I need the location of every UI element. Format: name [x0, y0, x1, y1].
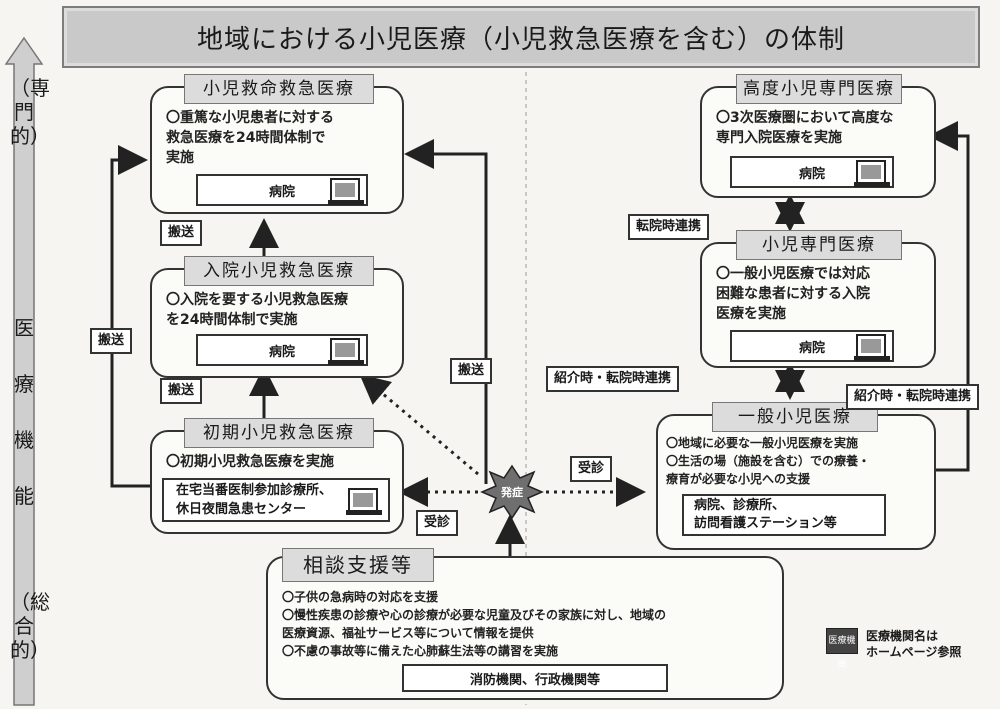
- referral-tag: 紹介時・転院時連携: [546, 366, 680, 392]
- initial-facility-label: 在宅当番医制参加診療所、 休日夜間急患センター: [176, 483, 333, 517]
- specialist-facility-label: 病院: [798, 340, 825, 356]
- inpatient-facility: 病院: [196, 334, 368, 366]
- transport-tag: 搬送: [450, 358, 493, 384]
- advanced-facility-label: 病院: [798, 166, 825, 182]
- axis-arrow: [4, 36, 44, 706]
- consult-title: 相談支援等: [282, 548, 434, 582]
- lifesaving-box: 小児救命救急医療 〇重篤な小児患者に対する 救急医療を24時間体制で 実施 病院: [150, 74, 404, 214]
- computer-base-icon: [328, 360, 364, 365]
- advanced-facility: 病院: [730, 156, 894, 188]
- referral-tag: 紹介時・転院時連携: [846, 384, 980, 410]
- consult-box: 相談支援等 〇子供の急病時の対応を支援 〇慢性疾患の診療や心の診療が必要な児童及…: [266, 548, 784, 700]
- axis-middle-label: 医療機能: [14, 316, 34, 508]
- consult-text: 〇子供の急病時の対応を支援 〇慢性疾患の診療や心の診療が必要な児童及びその家族に…: [282, 590, 667, 658]
- computer-icon: [330, 178, 360, 202]
- computer-base-icon: [346, 510, 382, 515]
- specialist-text: 〇一般小児医療では対応 困難な患者に対する入院 医療を実施: [716, 266, 870, 322]
- computer-icon: [856, 334, 886, 358]
- specialist-facility: 病院: [730, 330, 894, 362]
- computer-icon: [856, 160, 886, 184]
- computer-icon: [348, 488, 378, 512]
- computer-base-icon: [328, 200, 364, 205]
- lifesaving-text: 〇重篤な小児患者に対する 救急医療を24時間体制で 実施: [166, 110, 334, 166]
- page-title: 地域における小児医療（小児救急医療を含む）の体制: [62, 6, 980, 68]
- initial-title: 初期小児救急医療: [184, 418, 374, 448]
- computer-icon: [330, 338, 360, 362]
- consult-visit-tag: 受診: [570, 456, 613, 482]
- lifesaving-facility-label: 病院: [268, 184, 295, 200]
- inpatient-box: 入院小児救急医療 〇入院を要する小児救急医療 を24時間体制で実施 病院: [150, 256, 404, 378]
- initial-facility: 在宅当番医制参加診療所、 休日夜間急患センター: [162, 478, 390, 522]
- specialist-title: 小児専門医療: [736, 230, 902, 260]
- inpatient-title: 入院小児救急医療: [184, 256, 374, 286]
- note-text: 医療機関名は ホームページ参照: [866, 629, 962, 659]
- transport-tag: 搬送: [160, 220, 203, 246]
- building-icon: 医療機関: [826, 628, 858, 670]
- general-text: 〇地域に必要な一般小児医療を実施 〇生活の場（施設を含む）での療養・ 療育が必要…: [666, 436, 871, 486]
- advanced-box: 高度小児専門医療 〇3次医療圏において高度な 専門入院医療を実施 病院: [700, 74, 936, 198]
- inpatient-text: 〇入院を要する小児救急医療 を24時間体制で実施: [166, 292, 348, 328]
- transport-tag: 搬送: [90, 328, 133, 354]
- inpatient-facility-label: 病院: [268, 344, 295, 360]
- transport-tag: 搬送: [160, 378, 203, 404]
- onset-label: 発症: [501, 486, 523, 499]
- consult-visit-tag: 受診: [416, 510, 459, 536]
- specialist-box: 小児専門医療 〇一般小児医療では対応 困難な患者に対する入院 医療を実施 病院: [700, 230, 936, 368]
- general-facility: 病院、診療所、 訪問看護ステーション等: [682, 494, 886, 536]
- transfer-tag: 転院時連携: [628, 214, 710, 240]
- lifesaving-title: 小児救命救急医療: [184, 74, 374, 104]
- computer-base-icon: [854, 182, 890, 187]
- lifesaving-facility: 病院: [196, 174, 368, 206]
- computer-base-icon: [854, 356, 890, 361]
- advanced-title: 高度小児専門医療: [736, 74, 902, 104]
- advanced-text: 〇3次医療圏において高度な 専門入院医療を実施: [716, 110, 894, 146]
- initial-box: 初期小児救急医療 〇初期小児救急医療を実施 在宅当番医制参加診療所、 休日夜間急…: [150, 418, 404, 534]
- consult-facility: 消防機関、行政機関等: [402, 664, 668, 692]
- general-facility-label: 病院、診療所、 訪問看護ステーション等: [694, 498, 837, 531]
- general-box: 一般小児医療 〇地域に必要な一般小児医療を実施 〇生活の場（施設を含む）での療養…: [656, 402, 936, 550]
- initial-text: 〇初期小児救急医療を実施: [166, 454, 334, 470]
